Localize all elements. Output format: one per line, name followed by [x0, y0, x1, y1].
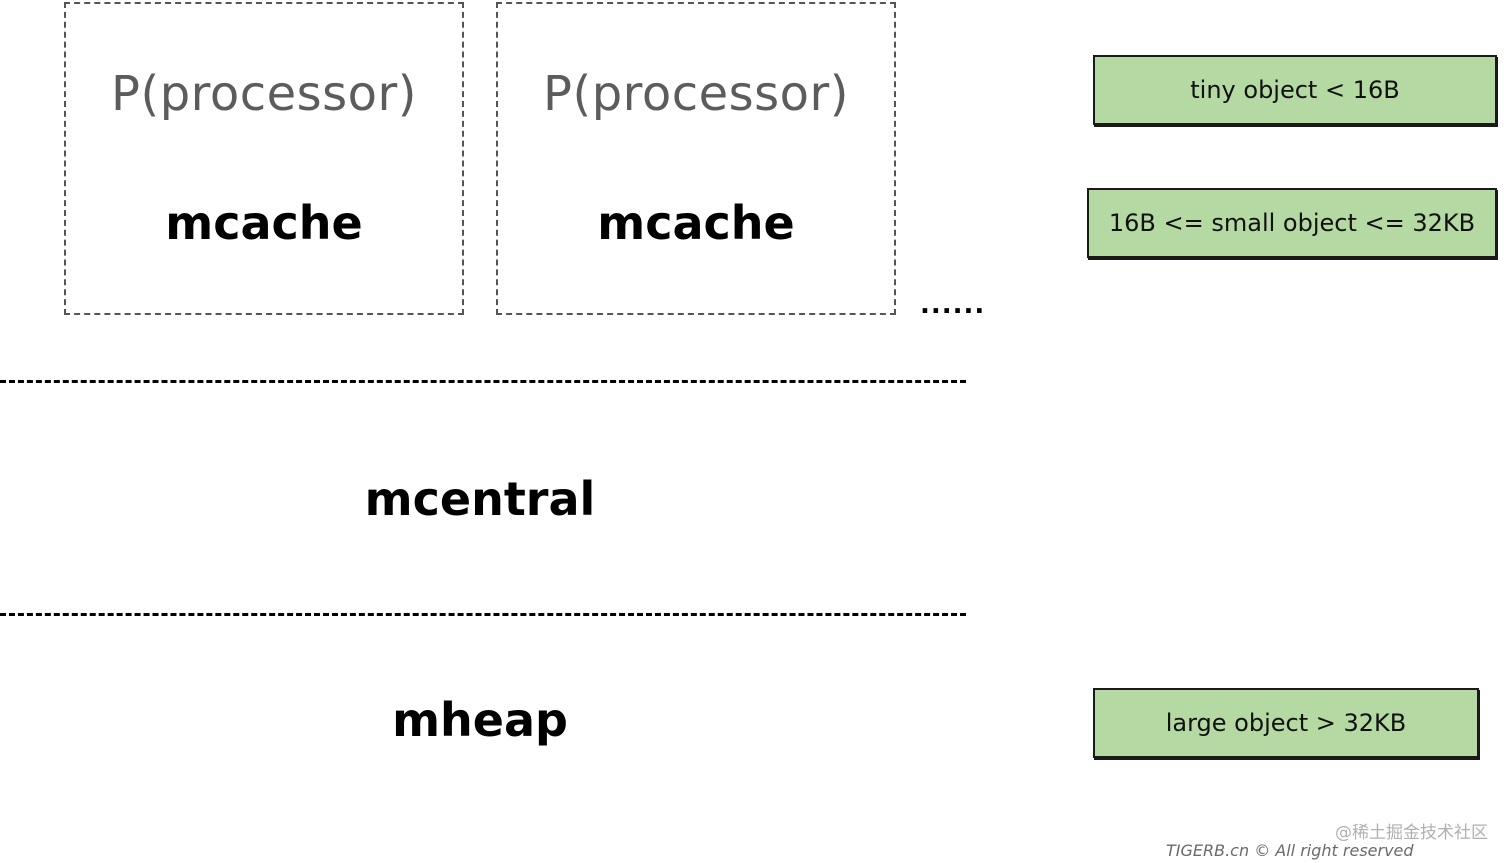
processor-box-1: P(processor) mcache	[64, 2, 464, 315]
mcache-label: mcache	[165, 196, 363, 250]
layer-divider-top	[0, 380, 966, 383]
copyright-notice: TIGERB.cn © All right reserved	[1166, 841, 1414, 860]
more-processors-ellipsis: ......	[920, 290, 986, 320]
mcache-label: mcache	[597, 196, 795, 250]
mheap-label: mheap	[392, 693, 568, 747]
large-object-box: large object > 32KB	[1093, 688, 1479, 758]
watermark: @稀土掘金技术社区	[1335, 823, 1488, 843]
small-object-box: 16B <= small object <= 32KB	[1087, 188, 1497, 258]
processor-label: P(processor)	[111, 66, 417, 122]
mcentral-label: mcentral	[364, 472, 596, 526]
processor-label: P(processor)	[543, 66, 849, 122]
layer-divider-bottom	[0, 613, 966, 616]
tiny-object-box: tiny object < 16B	[1093, 55, 1497, 125]
processor-box-2: P(processor) mcache	[496, 2, 896, 315]
